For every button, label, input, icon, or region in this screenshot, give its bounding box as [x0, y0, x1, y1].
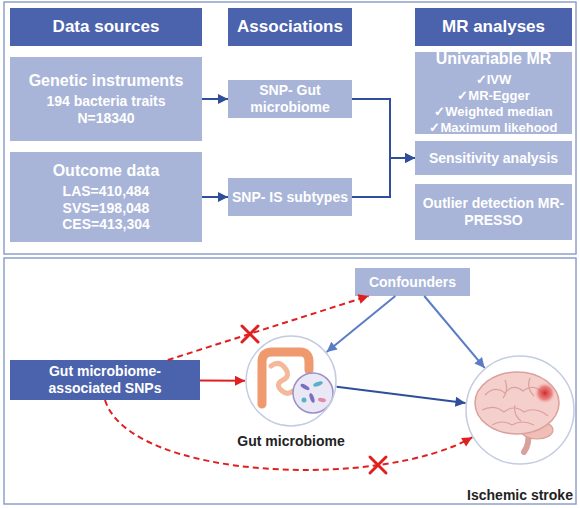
confounder-box: Confounders	[355, 268, 470, 296]
arrow-head	[405, 153, 415, 163]
arrow-head	[461, 437, 472, 446]
connector-arrow	[327, 296, 396, 352]
box-text: Gut microbiome-associated SNPs	[16, 363, 194, 397]
column-header: Associations	[228, 8, 352, 46]
box-text: LAS=410,484	[63, 183, 150, 200]
process-box: SNP- Gut microbiome	[228, 80, 352, 118]
circle-outline-shape	[246, 336, 336, 426]
arrow-head	[327, 342, 338, 352]
bacterium	[313, 380, 324, 387]
arrow-head	[405, 153, 415, 163]
connector-arrow	[337, 387, 466, 407]
gut-circle-fill	[245, 335, 337, 427]
process-box: SNP- IS subtypes	[228, 178, 352, 216]
method-box: Sensitivity analysis	[415, 141, 572, 175]
box-text: CES=413,304	[62, 216, 150, 233]
arrow-head	[218, 192, 228, 202]
box-text: MR analyses	[442, 17, 545, 37]
box-text: ✓IVW	[476, 72, 512, 88]
data-box: Genetic instruments 194 bacteria traitsN=…	[10, 57, 202, 141]
arrow-head	[474, 357, 484, 368]
method-box: Univariable MR ✓IVW✓MR-Egger✓Weighted med…	[415, 52, 572, 134]
box-text: Gut microbiome	[237, 433, 344, 450]
connector-line	[202, 196, 228, 198]
connector-arrow	[424, 296, 484, 368]
connector-arrow	[105, 400, 472, 470]
bacterium	[302, 398, 307, 403]
arrow-head	[455, 397, 466, 407]
circle-outline	[245, 335, 337, 427]
box-text: N=18340	[77, 110, 134, 127]
bacterium	[308, 393, 315, 404]
box-heading: Outcome data	[53, 161, 160, 180]
box-text: SNP- IS subtypes	[232, 189, 348, 206]
box-text: Associations	[237, 17, 343, 37]
box-text: 194 bacteria traits	[46, 93, 165, 110]
box-text: ✓Maximum likehood	[429, 120, 557, 136]
connector-line	[352, 158, 415, 197]
box-heading: Genetic instruments	[29, 71, 184, 90]
connector-line	[105, 400, 472, 470]
circle-outline-shape	[466, 356, 574, 464]
gut-illustration	[245, 335, 337, 427]
box-text: SNP- Gut microbiome	[228, 82, 352, 116]
connector-line	[352, 99, 415, 158]
circle-outline	[465, 355, 575, 465]
connector-arrow	[202, 94, 228, 104]
arrow-head	[235, 376, 245, 386]
cross-line	[370, 457, 386, 473]
box-text: ✓Weighted median	[434, 104, 552, 120]
box-text: Ischemic stroke	[467, 487, 573, 504]
connector-arrow	[200, 376, 245, 386]
box-text: ✓MR-Egger	[457, 88, 529, 104]
brain-cortex	[475, 372, 559, 434]
box-text: Confounders	[369, 274, 456, 291]
lesion-spot	[534, 382, 556, 404]
connector-line	[337, 387, 466, 403]
connector-arrow	[168, 294, 369, 360]
connector-line	[200, 380, 245, 382]
method-box: Outlier detection MR-PRESSO	[415, 184, 572, 240]
cross-line	[242, 326, 258, 342]
connector-line	[327, 296, 396, 352]
arrow-head	[218, 94, 228, 104]
box-text: SVS=198,048	[63, 200, 150, 217]
small-intestine	[271, 363, 293, 393]
box-heading: Univariable MR	[436, 49, 552, 68]
bottom-panel	[4, 258, 576, 504]
data-box: Outcome dataLAS=410,484SVS=198,048CES=41…	[10, 152, 202, 242]
blocked-mark	[370, 457, 386, 473]
connector-arrow	[352, 153, 415, 197]
top-panel	[4, 2, 576, 254]
connector-arrow	[352, 99, 415, 163]
connector-line	[168, 296, 369, 360]
brain-circle: Ischemic stroke	[465, 355, 575, 465]
brain-illustration	[465, 355, 575, 465]
column-header: MR analyses	[415, 8, 572, 46]
cross-line	[370, 457, 386, 473]
bacterium	[318, 397, 327, 402]
cross-line	[242, 326, 258, 342]
box-text: Sensitivity analysis	[429, 150, 558, 167]
blocked-mark	[242, 326, 258, 342]
column-header: Data sources	[10, 8, 202, 46]
box-text: Outlier detection MR-PRESSO	[415, 195, 572, 229]
connector-line	[202, 98, 228, 100]
brain-circle-fill	[465, 355, 575, 465]
connector-arrow	[202, 192, 228, 202]
gut-circle: Gut microbiome	[245, 335, 337, 427]
connector-line	[424, 296, 484, 368]
bacterium	[300, 383, 311, 391]
exposure-box: Gut microbiome-associated SNPs	[10, 360, 200, 400]
box-text: Data sources	[53, 17, 160, 37]
